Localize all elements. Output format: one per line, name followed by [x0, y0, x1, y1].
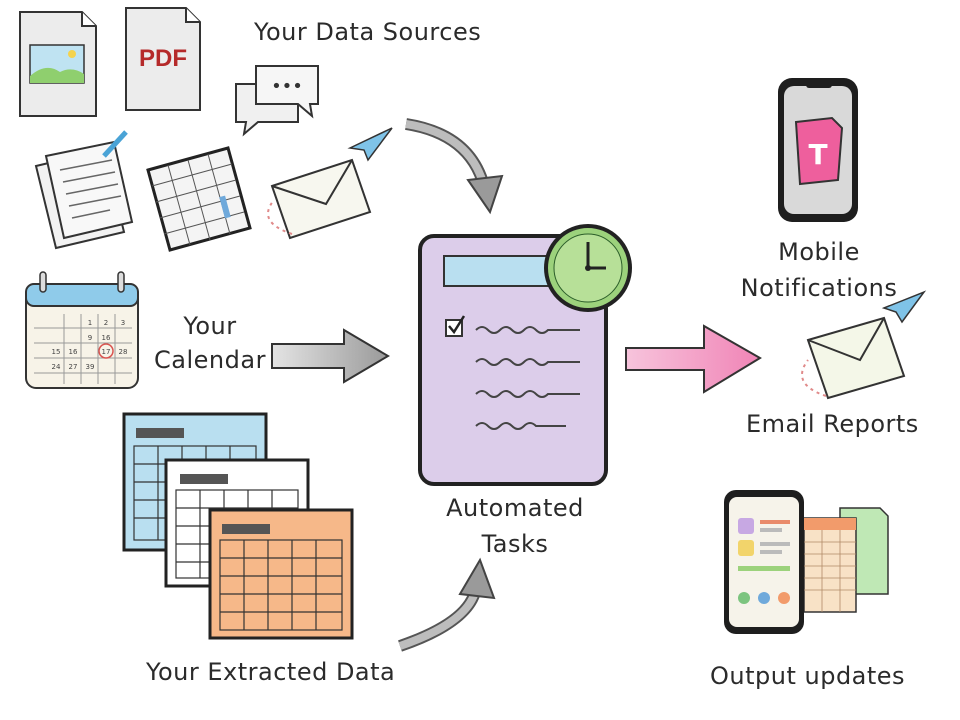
chat-dots: •••	[271, 76, 303, 97]
cal-day: 16	[102, 334, 111, 342]
label-output-updates: Output updates	[710, 662, 906, 690]
image-file-icon	[19, 11, 97, 117]
paper-plane-icon	[347, 127, 393, 162]
paper-plane-icon	[881, 290, 927, 324]
cal-day: 2	[104, 319, 108, 327]
clock-icon	[544, 224, 632, 312]
cal-day: 39	[86, 363, 95, 371]
cal-day: 28	[119, 348, 128, 356]
label-mobile-line2: Notifications	[740, 274, 898, 302]
label-automated-line2: Tasks	[481, 530, 549, 558]
label-calendar-line2: Calendar	[154, 346, 266, 374]
cal-day: 1	[88, 319, 92, 327]
sent-email-icon	[267, 127, 393, 240]
label-data-sources: Your Data Sources	[254, 18, 482, 46]
label-calendar-line1: Your	[183, 312, 237, 340]
calendar-icon: 1 2 3 9 16 17 28 15 16 24 27 39	[25, 271, 139, 389]
output-updates-icon	[724, 490, 889, 634]
cal-day: 15	[52, 348, 61, 356]
label-email-reports: Email Reports	[746, 410, 919, 438]
phone-notification-icon: T	[778, 78, 858, 222]
phone-app-letter: T	[808, 138, 827, 171]
curved-arrow-sources	[404, 118, 504, 215]
curved-arrow-extracted	[398, 557, 496, 652]
cal-day: 16	[69, 348, 78, 356]
chat-bubbles-icon: •••	[235, 65, 319, 137]
label-automated-line1: Automated	[446, 494, 584, 522]
pdf-file-icon: PDF	[125, 7, 201, 111]
cal-day: 9	[88, 334, 92, 342]
cal-day: 3	[121, 319, 125, 327]
arrow-calendar-to-tasks	[271, 328, 390, 384]
cal-day: 24	[52, 363, 61, 371]
label-extracted-data: Your Extracted Data	[146, 658, 396, 686]
label-mobile-line1: Mobile	[778, 238, 860, 266]
email-report-icon	[801, 290, 927, 400]
spreadsheet-icon	[146, 146, 252, 252]
document-pages-icon	[34, 130, 134, 250]
pdf-label: PDF	[139, 45, 187, 72]
cal-day: 27	[69, 363, 78, 371]
data-table-orange	[208, 508, 354, 640]
arrow-tasks-to-outputs	[625, 324, 762, 394]
cal-day: 17	[102, 348, 111, 356]
